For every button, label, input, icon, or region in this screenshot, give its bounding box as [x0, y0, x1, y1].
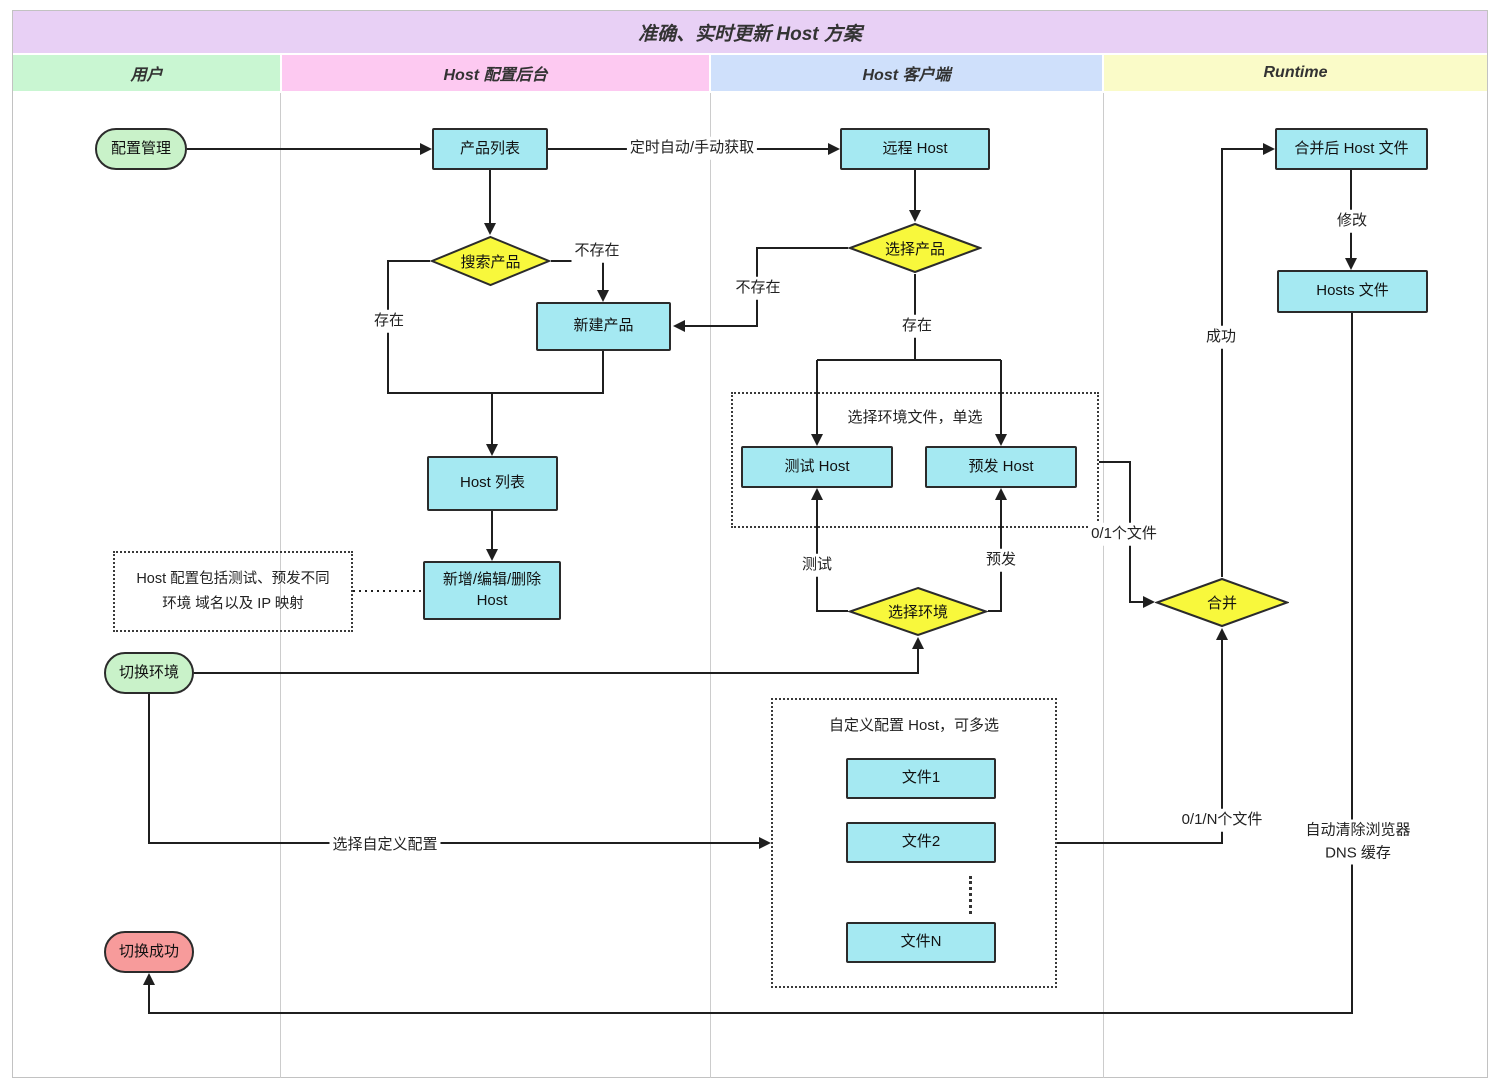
edge-label-zero-one-file: 0/1个文件 — [1088, 522, 1160, 546]
edge-label-zero-one-n-files: 0/1/N个文件 — [1178, 808, 1266, 832]
node-config-mgmt: 配置管理 — [95, 128, 187, 170]
note-line1: Host 配置包括测试、预发不同 — [136, 570, 330, 587]
node-remote-host: 远程 Host — [840, 128, 990, 170]
edge-label-success: 成功 — [1202, 325, 1240, 349]
edge-label-exist-client: 存在 — [898, 314, 936, 338]
edge-label-modify: 修改 — [1333, 209, 1371, 233]
lane-header-backend: Host 配置后台 — [282, 55, 709, 91]
node-host-list: Host 列表 — [427, 456, 558, 511]
note-line2: 环境 域名以及 IP 映射 — [162, 595, 304, 612]
decision-select-product: 选择产品 — [848, 222, 982, 274]
edge-label-test: 测试 — [798, 553, 836, 577]
lane-header-runtime: Runtime — [1104, 55, 1487, 91]
decision-select-env: 选择环境 — [848, 586, 988, 637]
node-host-crud: 新增/编辑/删除 Host — [423, 561, 561, 620]
decision-merge: 合并 — [1155, 577, 1289, 628]
edge-label-dns-clear: 自动清除浏览器 DNS 缓存 — [1302, 819, 1414, 865]
note-host-config: Host 配置包括测试、预发不同 环境 域名以及 IP 映射 — [113, 551, 353, 632]
edge-label-pre: 预发 — [982, 548, 1020, 572]
node-product-list: 产品列表 — [432, 128, 548, 170]
lane-header-client: Host 客户端 — [711, 55, 1102, 91]
lane-divider-3 — [1103, 93, 1104, 1078]
edge-label-dns-line1: 自动清除浏览器 — [1305, 821, 1411, 839]
node-host-crud-line2: Host — [476, 591, 508, 609]
decision-select-product-label: 选择产品 — [884, 240, 945, 258]
node-host-crud-line1: 新增/编辑/删除 — [442, 571, 542, 589]
node-switch-success: 切换成功 — [104, 931, 194, 973]
node-test-host: 测试 Host — [741, 446, 893, 488]
diagram-title: 准确、实时更新 Host 方案 — [13, 11, 1487, 53]
group-env-select-label: 选择环境文件，单选 — [847, 409, 983, 426]
node-new-product: 新建产品 — [536, 302, 671, 351]
vertical-ellipsis — [969, 876, 972, 914]
node-switch-env: 切换环境 — [104, 652, 194, 694]
lane-header-user: 用户 — [13, 55, 280, 91]
decision-select-env-label: 选择环境 — [887, 604, 948, 621]
node-file1: 文件1 — [846, 758, 996, 799]
group-custom-config-label: 自定义配置 Host，可多选 — [828, 717, 999, 734]
node-fileN: 文件N — [846, 922, 996, 963]
edge-label-fetch: 定时自动/手动获取 — [626, 136, 758, 160]
node-merged-host-file: 合并后 Host 文件 — [1275, 128, 1428, 170]
diamond-shape — [848, 222, 982, 274]
decision-merge-label: 合并 — [1206, 595, 1237, 612]
edge-label-dns-line2: DNS 缓存 — [1325, 844, 1391, 861]
decision-search-product: 搜索产品 — [430, 235, 551, 287]
lane-divider-2 — [710, 93, 711, 1078]
edge-label-not-exist-backend: 不存在 — [571, 239, 623, 263]
node-hosts-file: Hosts 文件 — [1277, 270, 1428, 313]
decision-search-product-label: 搜索产品 — [460, 253, 521, 271]
edge-label-not-exist-client: 不存在 — [732, 276, 784, 300]
diagram-frame — [12, 10, 1488, 1078]
node-pre-host: 预发 Host — [925, 446, 1077, 488]
node-file2: 文件2 — [846, 822, 996, 863]
edge-label-select-custom: 选择自定义配置 — [329, 833, 441, 857]
edge-label-exist-backend: 存在 — [370, 309, 408, 333]
